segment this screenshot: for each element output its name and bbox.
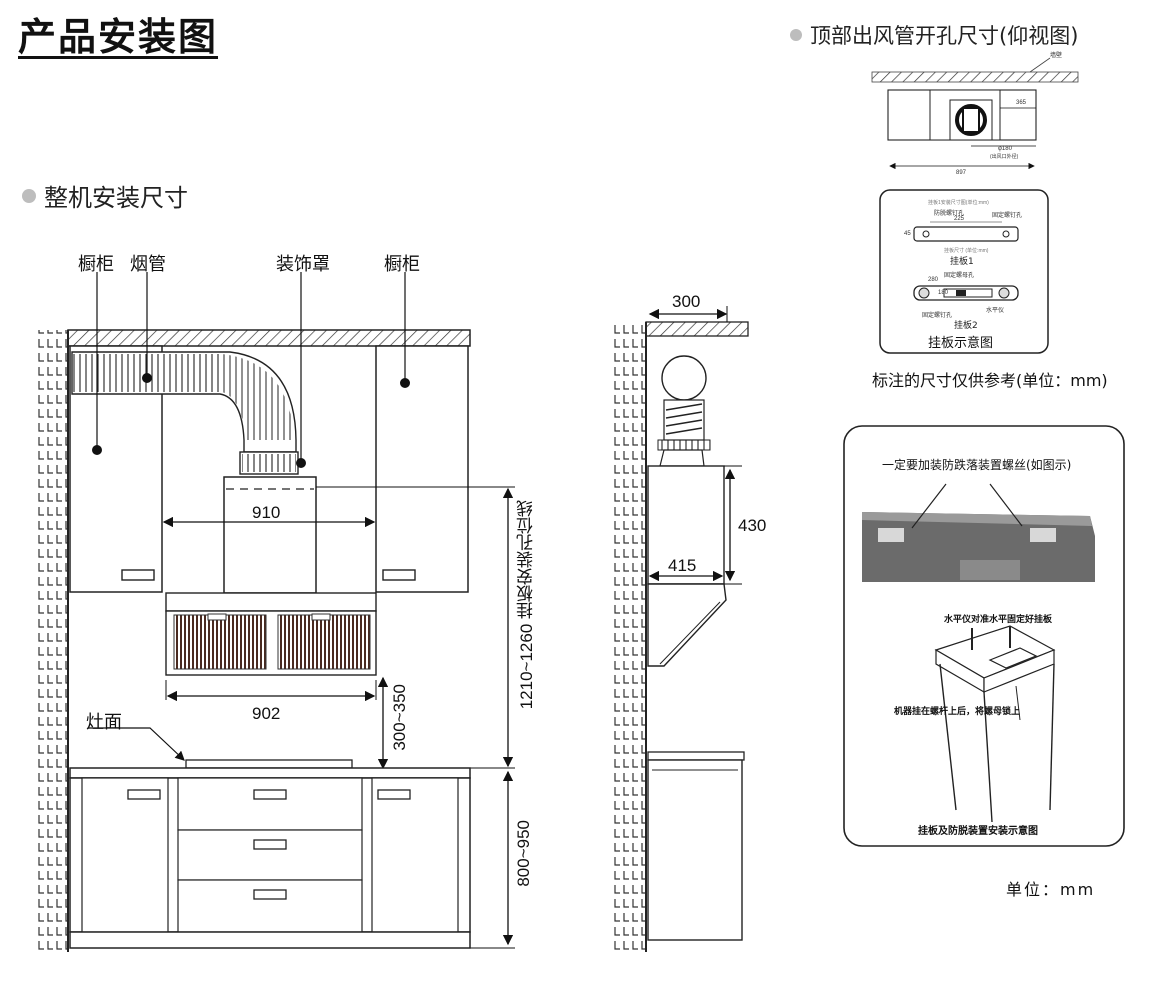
label-nut-hole: 固定螺母孔 xyxy=(944,273,975,279)
dim-side-depth-top: 300 xyxy=(672,292,701,311)
dim-45: 45 xyxy=(904,231,911,237)
dim-cabinet-gap: 910 xyxy=(252,503,281,522)
dim-180: φ180 xyxy=(998,146,1012,152)
ceiling-side xyxy=(645,321,749,337)
wall-top-view xyxy=(871,71,1079,83)
dim-hood-height: 300~350 xyxy=(390,684,409,751)
ceiling xyxy=(67,329,471,347)
label-plate-1: 挂板1 xyxy=(950,257,974,267)
dim-365: 365 xyxy=(1016,100,1027,106)
hood-side-cover xyxy=(647,465,725,585)
label-cabinet-right: 橱柜 xyxy=(384,254,420,275)
dim-280: 280 xyxy=(928,277,939,283)
label-flue: 烟管 xyxy=(130,254,166,275)
reference-note: 标注的尺寸仅供参考(单位：mm) xyxy=(872,371,1108,390)
upper-cabinet-right xyxy=(375,345,469,593)
hood-cover xyxy=(223,476,317,594)
label-plate-2: 挂板2 xyxy=(954,321,978,331)
bracket-header: 挂板1安装尺寸图(单位:mm) xyxy=(928,200,989,206)
unit-note: 单位：mm xyxy=(1006,880,1096,899)
label-wall: 墙壁 xyxy=(1050,53,1063,59)
hood-side-body xyxy=(647,583,727,667)
dim-hood-width: 902 xyxy=(252,704,281,723)
label-level: 水平仪 xyxy=(986,308,1005,314)
label-cover: 装饰罩 xyxy=(276,254,330,275)
dim-897: 897 xyxy=(956,170,967,176)
page-title: 产品安装图 xyxy=(18,15,219,59)
stove-top xyxy=(185,759,353,769)
bracket-caption: 挂板示意图 xyxy=(928,336,994,351)
bracket-sub-header: 挂板尺寸 (单位:mm) xyxy=(944,248,989,254)
label-cabinet-left: 橱柜 xyxy=(78,254,114,275)
wall-side xyxy=(614,322,646,952)
section-heading-top-vent: 顶部出风管开孔尺寸(仰视图) xyxy=(790,20,1078,50)
wall-left xyxy=(36,330,68,952)
label-stove: 灶面 xyxy=(86,712,122,733)
hood-top xyxy=(165,592,377,612)
label-fix-hole: 固定螺钉孔 xyxy=(992,213,1023,219)
dim-180-bracket: 180 xyxy=(938,290,949,296)
anti-fall-top-note: 一定要加装防跌落装置螺丝(如图示) xyxy=(882,458,1072,472)
bullet-icon xyxy=(22,188,36,203)
dim-counter-height: 800~950 xyxy=(514,820,533,887)
anti-fall-hang-note: 机器挂在螺杆上后，将螺母锁上 xyxy=(894,707,1021,717)
anti-fall-caption: 挂板及防脱装置安装示意图 xyxy=(918,826,1038,837)
dim-side-hood-height: 430 xyxy=(738,516,767,535)
dim-225: 225 xyxy=(954,216,965,222)
bullet-icon xyxy=(790,29,802,41)
label-fix-screw: 固定螺钉孔 xyxy=(922,313,953,319)
countertop xyxy=(69,767,471,779)
dim-180-note: (出风口外径) xyxy=(990,154,1019,160)
section-heading-whole-install: 整机安装尺寸 xyxy=(22,178,188,213)
dim-bracket-line: 1210~1260 挂板安装孔位线 xyxy=(517,500,536,710)
dim-side-hood-depth: 415 xyxy=(668,556,697,575)
label-anti-drop-holes: 防脱螺钉孔 xyxy=(934,211,965,217)
anti-fall-level-note: 水平仪对准水平固定好挂板 xyxy=(944,615,1053,625)
